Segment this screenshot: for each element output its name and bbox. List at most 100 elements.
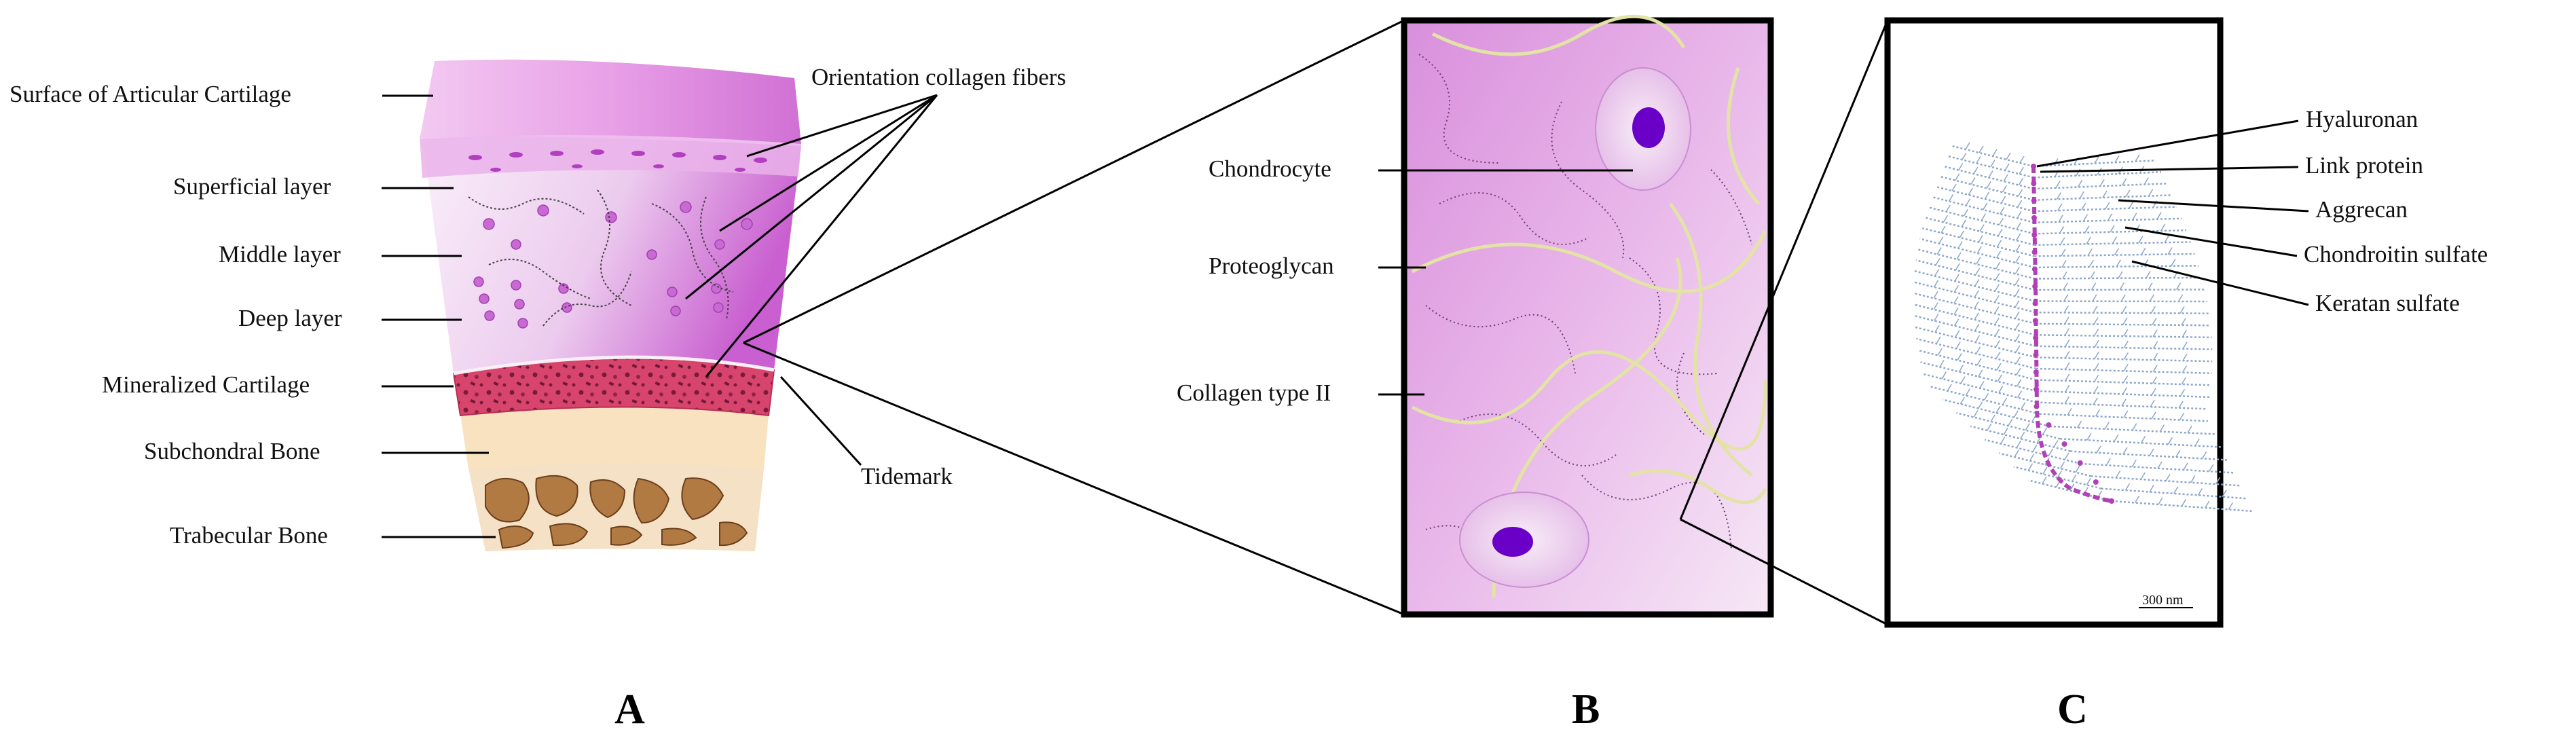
gag-spike — [2013, 410, 2019, 418]
gag-spike — [2119, 282, 2124, 291]
gag-spike — [2122, 387, 2128, 394]
gag-spike — [1987, 423, 1992, 431]
gag-spike — [1976, 246, 1982, 254]
gag-spike — [2095, 409, 2101, 417]
gag-spike — [1995, 405, 2001, 413]
gag-spike — [2175, 282, 2182, 290]
gag-spike — [1976, 257, 1981, 265]
gag-spike — [1933, 302, 1938, 310]
panel-letter-b: B — [1572, 686, 1600, 733]
gag-spike — [2094, 340, 2099, 348]
gag-spike — [2093, 329, 2099, 336]
gag-spike — [2118, 271, 2123, 279]
gag-spike — [1986, 181, 1991, 189]
gag-spike — [2143, 177, 2149, 185]
gag-spike — [1976, 156, 1981, 164]
gag-spike — [2015, 255, 2021, 263]
gag-spike — [2112, 236, 2118, 244]
gag-spike — [1983, 202, 1988, 210]
gag-spike — [2099, 179, 2105, 187]
gag-spike — [2122, 375, 2129, 383]
gag-spike — [1978, 235, 1983, 243]
gag-spike — [2149, 485, 2154, 492]
gag-spike — [1970, 177, 1976, 185]
gag-spike — [2215, 477, 2221, 485]
gag-spike — [2069, 483, 2075, 492]
gag-spike — [2014, 333, 2021, 342]
gag-spike — [2064, 316, 2069, 325]
gag-spike — [2114, 248, 2120, 256]
gag-spike — [2056, 192, 2062, 200]
link-protein-bead — [2046, 422, 2052, 428]
gag-spike — [1968, 187, 1973, 196]
tidemark-line — [453, 355, 775, 375]
gag-spike — [2094, 156, 2099, 164]
gag-chain — [1928, 206, 2035, 235]
gag-spike — [2228, 502, 2233, 510]
leader-keratan — [2131, 260, 2309, 306]
gag-spike — [1979, 381, 1985, 389]
gag-spike — [2123, 410, 2129, 418]
gag-spike — [2021, 402, 2026, 410]
label-link-protein: Link protein — [2305, 152, 2423, 179]
panel-a-illustration — [420, 59, 801, 551]
gag-spike — [1953, 284, 1959, 293]
leader-link-protein — [2040, 166, 2299, 173]
gag-spike — [2156, 212, 2162, 220]
gag-spike — [1976, 358, 1982, 366]
gag-spike — [2129, 201, 2134, 209]
gag-spike — [2120, 294, 2126, 302]
gag-spike — [2063, 282, 2068, 291]
gag-spike — [2132, 213, 2137, 221]
gag-spike — [1996, 363, 2002, 371]
gag-spike — [1954, 318, 1959, 327]
gag-spike — [2090, 271, 2095, 279]
gag-spike — [2123, 329, 2129, 337]
gag-spike — [2152, 341, 2158, 349]
gag-chain — [2039, 413, 2208, 422]
gag-spike — [2014, 311, 2020, 319]
gag-spike — [2153, 352, 2158, 361]
gag-spike — [2187, 426, 2192, 433]
gag-spike — [2008, 418, 2013, 426]
gag-spike — [2164, 235, 2169, 243]
gag-spike — [1953, 296, 1959, 304]
label-orientation-collagen-fibers: Orientation collagen fibers — [811, 64, 1066, 90]
chondrocyte-cell-upper — [1595, 67, 1691, 191]
gag-spike — [1963, 208, 1968, 217]
gag-spike — [1974, 267, 1981, 276]
gag-spike — [1961, 219, 1966, 227]
link-protein-bead — [2061, 441, 2067, 447]
link-protein-bead — [2093, 479, 2099, 485]
gag-spike — [2064, 452, 2069, 460]
gag-spike — [2102, 190, 2108, 198]
gag-spike — [2149, 294, 2154, 302]
gag-spike — [1992, 149, 1998, 157]
gag-spike — [1948, 194, 1954, 202]
gag-spike — [2093, 386, 2099, 394]
gag-spike — [2124, 483, 2131, 491]
gag-chain — [1943, 165, 2034, 190]
gag-spike — [2017, 390, 2023, 399]
gag-spike — [2014, 300, 2020, 308]
gag-spike — [1983, 392, 1989, 401]
gag-spike — [2123, 352, 2129, 360]
gag-spike — [2042, 477, 2047, 484]
gag-spike — [2152, 365, 2158, 372]
link-protein-bead — [2109, 498, 2114, 504]
gag-spike — [1935, 258, 1940, 265]
gag-spike — [2222, 490, 2227, 498]
leader-tidemark — [779, 375, 862, 466]
gag-spike — [2004, 163, 2010, 171]
gag-spike — [2094, 374, 2099, 382]
gag-spike — [1955, 263, 1960, 271]
gag-spike — [2179, 389, 2186, 396]
middle-deep-chondrocytes — [473, 201, 753, 329]
gag-spike — [1938, 236, 1944, 244]
gag-spike — [1934, 314, 1939, 321]
gag-spike — [2076, 420, 2082, 428]
gag-spike — [2019, 155, 2025, 164]
gag-spike — [1965, 142, 1970, 150]
panel-letter-a: A — [614, 686, 645, 733]
